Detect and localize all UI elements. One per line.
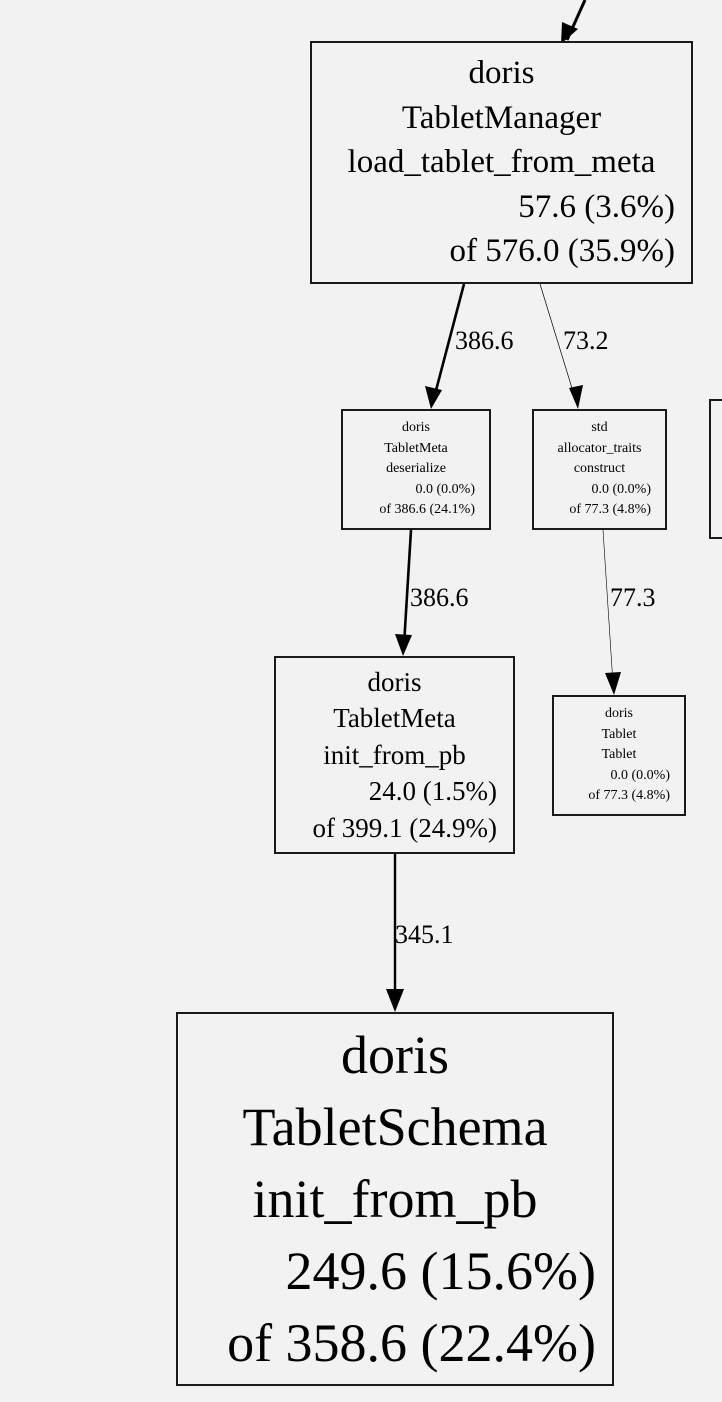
edge-deserialize-to-init	[402, 529, 413, 646]
node-class: Tablet	[601, 726, 637, 742]
edge-label-init-to-schema: 345.1	[395, 920, 454, 949]
node-total-cost: of 386.6 (24.1%)	[379, 502, 475, 518]
edge-init-to-schema-arrowhead	[386, 989, 404, 1012]
node-function: init_from_pb	[252, 1169, 538, 1229]
node-total-cost: of 77.3 (4.8%)	[588, 788, 670, 804]
node-partial-offscreen[interactable]	[709, 399, 722, 539]
edge-construct-to-tablet-arrowhead	[605, 672, 621, 695]
node-total-cost: of 576.0 (35.9%)	[449, 233, 675, 270]
node-function: Tablet	[601, 747, 637, 763]
node-tablet-manager-load-tablet-from-meta[interactable]: doris TabletManager load_tablet_from_met…	[310, 41, 693, 284]
node-tablet-schema-init-from-pb[interactable]: doris TabletSchema init_from_pb 249.6 (1…	[176, 1012, 614, 1386]
edge-construct-to-tablet	[602, 529, 614, 685]
edge-incoming-arrowhead	[561, 22, 578, 44]
node-namespace: doris	[468, 55, 535, 92]
node-self-cost: 249.6 (15.6%)	[285, 1241, 596, 1301]
node-function: deserialize	[386, 461, 446, 477]
node-self-cost: 0.0 (0.0%)	[610, 767, 671, 783]
node-function: init_from_pb	[323, 739, 466, 770]
node-allocator-traits-construct[interactable]: std allocator_traits construct 0.0 (0.0%…	[532, 409, 667, 530]
node-namespace: doris	[341, 1025, 449, 1085]
node-total-cost: of 358.6 (22.4%)	[227, 1313, 596, 1373]
edge-label-tm-to-construct: 73.2	[563, 326, 609, 355]
node-self-cost: 57.6 (3.6%)	[518, 188, 675, 225]
edge-label-construct-to-tablet: 77.3	[610, 583, 656, 612]
node-class: allocator_traits	[557, 440, 642, 456]
edge-tm-to-deserialize-arrowhead	[425, 386, 442, 409]
edge-label-deserialize-to-init: 386.6	[410, 583, 469, 612]
edge-label-tm-to-deserialize: 386.6	[455, 326, 514, 355]
node-tablet-meta-init-from-pb[interactable]: doris TabletMeta init_from_pb 24.0 (1.5%…	[274, 656, 515, 854]
node-class: TabletManager	[401, 99, 602, 136]
node-tablet-meta-deserialize[interactable]: doris TabletMeta deserialize 0.0 (0.0%) …	[341, 409, 491, 530]
edge-tm-to-deserialize	[432, 283, 466, 399]
edge-tm-to-construct-arrowhead	[569, 385, 583, 409]
node-namespace: doris	[605, 706, 633, 722]
node-total-cost: of 399.1 (24.9%)	[312, 812, 497, 843]
node-tablet-tablet[interactable]: doris Tablet Tablet 0.0 (0.0%) of 77.3 (…	[552, 695, 686, 816]
edge-tm-to-construct	[539, 283, 576, 399]
node-namespace: doris	[402, 420, 430, 436]
node-function: load_tablet_from_meta	[347, 144, 656, 181]
edge-deserialize-to-init-arrowhead	[395, 634, 412, 656]
node-class: TabletMeta	[333, 703, 456, 734]
node-namespace: std	[591, 420, 608, 436]
node-self-cost: 0.0 (0.0%)	[591, 481, 652, 497]
node-function: construct	[573, 461, 626, 477]
node-class: TabletMeta	[384, 440, 448, 456]
node-total-cost: of 77.3 (4.8%)	[569, 502, 651, 518]
node-self-cost: 0.0 (0.0%)	[415, 481, 476, 497]
node-class: TabletSchema	[242, 1097, 548, 1157]
node-self-cost: 24.0 (1.5%)	[368, 776, 497, 807]
node-namespace: doris	[367, 666, 422, 697]
